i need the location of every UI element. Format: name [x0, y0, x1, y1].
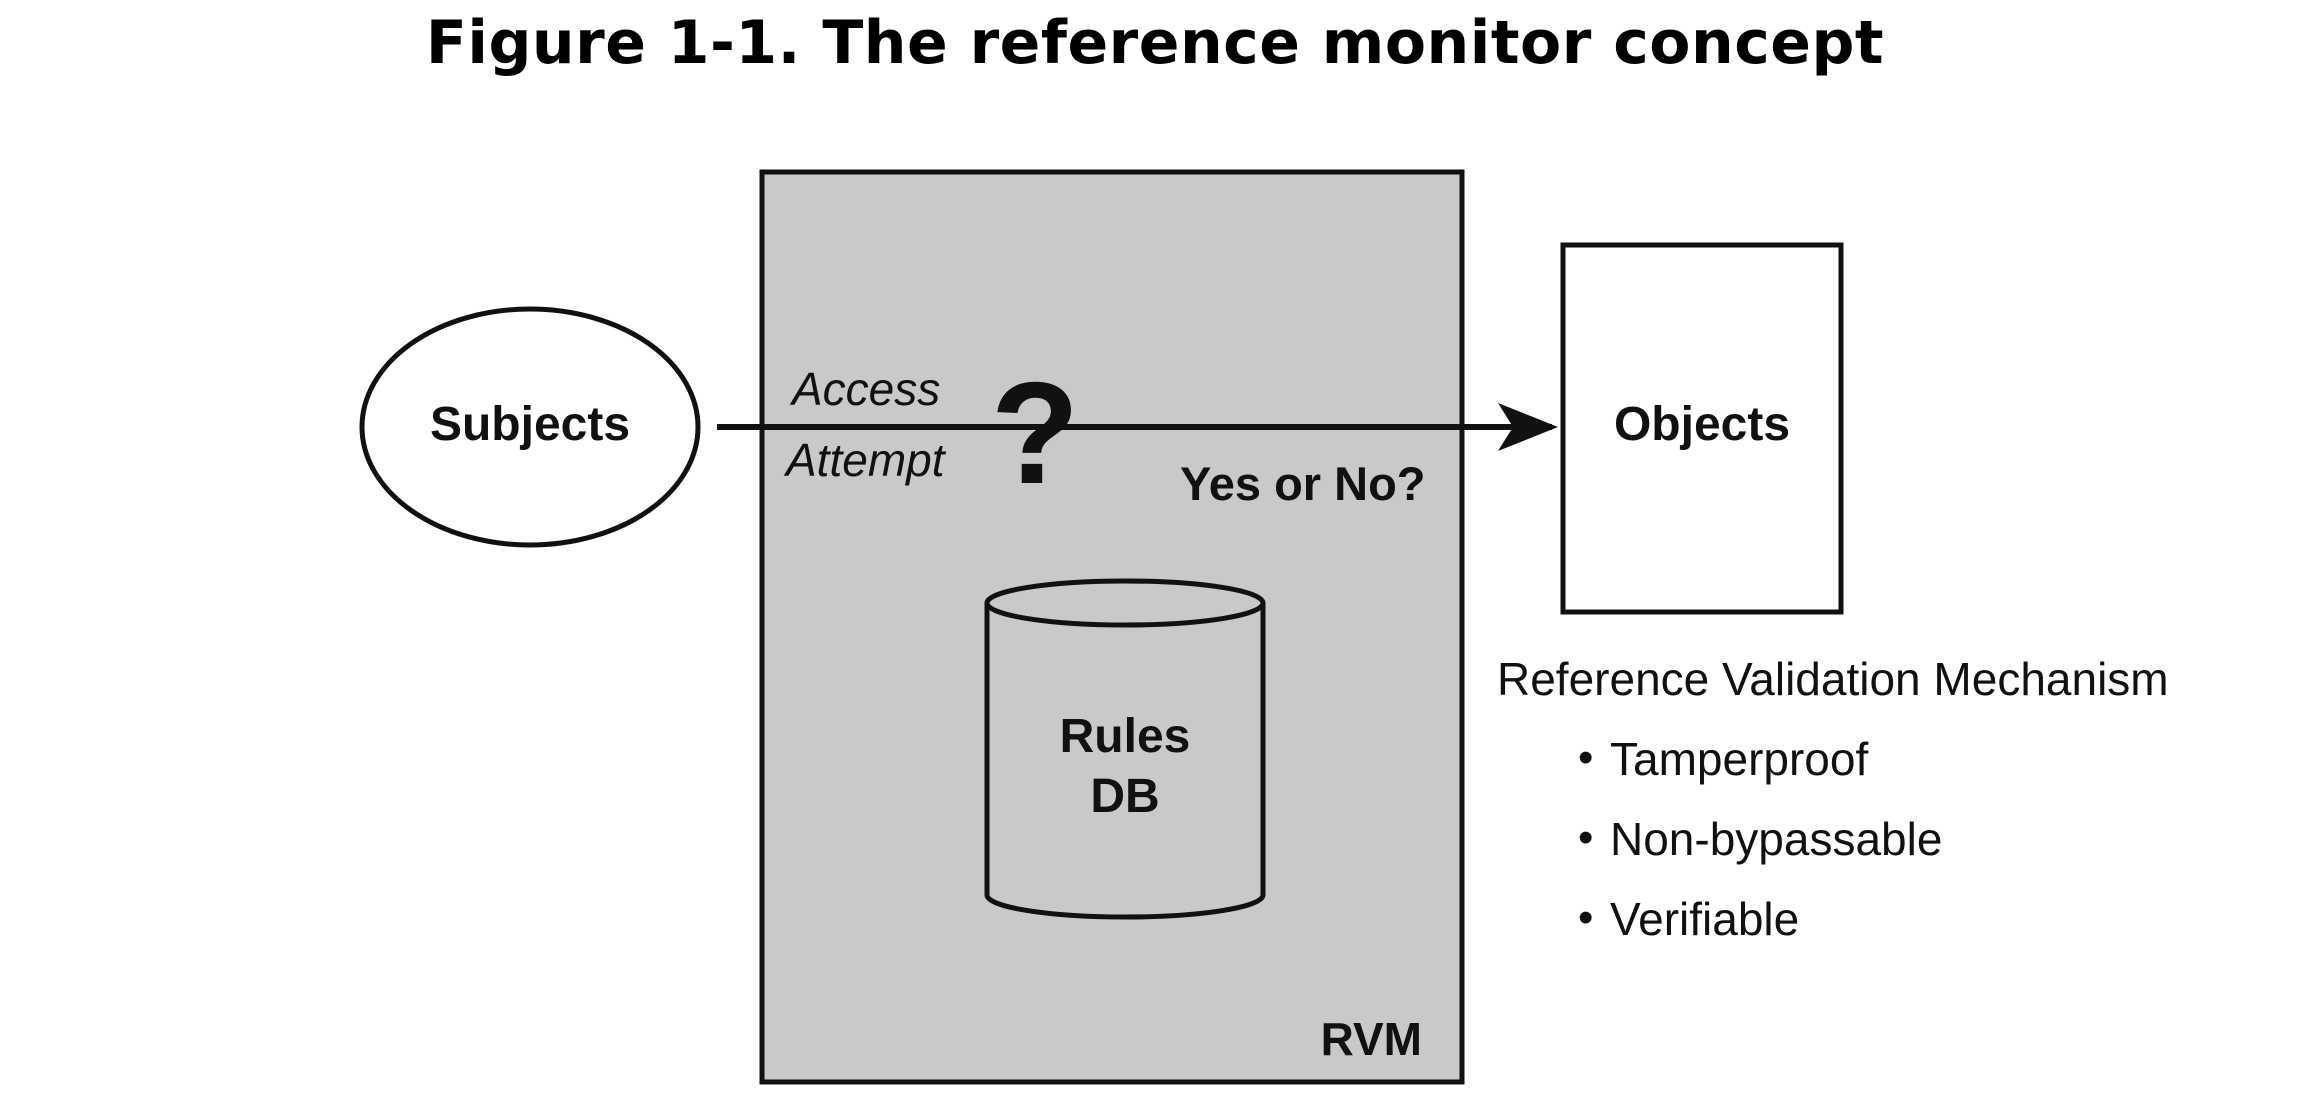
rvm-label: RVM — [1321, 1013, 1422, 1065]
rules-db-label-line1: Rules — [1060, 710, 1191, 763]
mechanism-property-list: • Tamperproof • Non-bypassable • Verifia… — [1578, 733, 1942, 945]
access-attempt-label-line2: Attempt — [783, 434, 947, 486]
subjects-ellipse — [359, 306, 701, 548]
access-attempt-label-line1: Access — [789, 363, 940, 415]
question-mark-icon: ? — [991, 352, 1080, 514]
decision-label: Yes or No? — [1180, 457, 1426, 510]
bullet-icon: • — [1578, 733, 1593, 782]
subjects-label: Subjects — [430, 398, 630, 451]
rules-db-label-line2: DB — [1090, 770, 1159, 823]
rules-db-cylinder — [984, 578, 1266, 920]
objects-box — [1560, 242, 1844, 615]
bullet-icon: • — [1578, 893, 1593, 942]
mechanism-property-item: Verifiable — [1610, 893, 1799, 945]
mechanism-heading: Reference Validation Mechanism — [1497, 653, 2169, 705]
figure-title: Figure 1-1. The reference monitor concep… — [425, 8, 1885, 78]
objects-label: Objects — [1614, 398, 1790, 451]
bullet-icon: • — [1578, 813, 1593, 862]
mechanism-property-item: Tamperproof — [1610, 733, 1868, 785]
mechanism-property-item: Non-bypassable — [1610, 813, 1942, 865]
